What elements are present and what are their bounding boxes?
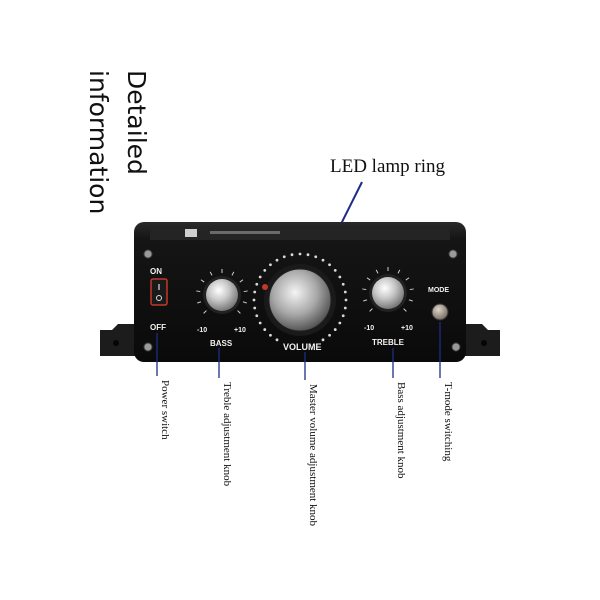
led-dot (258, 275, 262, 279)
callout-labels: Power switch Treble adjustment knob Mast… (159, 380, 454, 527)
scale-tick (362, 288, 367, 291)
power-switch (150, 278, 168, 306)
scale-tick (397, 269, 401, 274)
scale-tick (243, 290, 248, 293)
led-dot (343, 290, 347, 294)
led-dot (306, 253, 310, 257)
led-dot (343, 306, 347, 310)
led-dot (341, 314, 345, 318)
scale-tick (403, 308, 407, 312)
led-dot (290, 253, 294, 257)
label-off: OFF (150, 323, 166, 332)
label-treble: TREBLE (372, 338, 405, 347)
scale-tick (408, 299, 413, 302)
led-dot (275, 338, 279, 342)
led-dot (298, 252, 302, 256)
label-mode: MODE (428, 287, 449, 294)
callout-volume-knob: Master volume adjustment knob (307, 384, 319, 527)
callout-treble-knob: Treble adjustment knob (221, 382, 233, 487)
callout-t-mode: T-mode switching (442, 382, 454, 462)
treble-knob (372, 277, 404, 309)
scale-tick (203, 310, 207, 314)
led-dot (263, 328, 267, 331)
scale-tick (200, 279, 205, 283)
label-bass: BASS (210, 339, 233, 348)
bass-max: +10 (234, 327, 246, 334)
screw-icon (448, 249, 458, 259)
callout-bass-knob: Bass adjustment knob (395, 382, 407, 479)
screw-icon (143, 342, 153, 352)
scale-tick (209, 271, 213, 276)
top-panel-edge (150, 226, 450, 240)
led-dot (253, 306, 257, 310)
led-dot (328, 333, 331, 337)
scale-tick (409, 288, 414, 291)
led-dot (252, 298, 256, 302)
led-dot (333, 328, 337, 331)
scale-tick (366, 277, 371, 281)
led-dot (333, 269, 337, 272)
label-on: ON (150, 267, 162, 276)
bracket-hole-left (113, 340, 119, 346)
volume-knob-edge (268, 268, 332, 332)
led-dot (328, 263, 331, 267)
scale-tick (375, 269, 379, 274)
label-volume: VOLUME (283, 342, 322, 352)
led-dot (255, 282, 259, 286)
bass-knob (206, 279, 238, 311)
led-dot (275, 258, 279, 262)
switch-off-mark (156, 295, 162, 301)
led-dot (338, 321, 342, 325)
leader-lines (156, 322, 441, 380)
treble-scale-ticks (362, 267, 414, 312)
scale-tick (242, 301, 247, 304)
scale-tick (237, 310, 241, 314)
top-label-mark (185, 229, 197, 237)
bass-scale-ticks (196, 269, 248, 314)
right-bracket (465, 324, 500, 356)
scale-tick (369, 308, 373, 312)
treble-min: -10 (364, 325, 374, 332)
scale-tick (196, 290, 201, 293)
bracket-hole-right (481, 340, 487, 346)
scale-tick (239, 279, 244, 283)
led-dot (253, 290, 257, 294)
led-lamp-ring (252, 252, 348, 342)
heading: Detailed information (84, 70, 151, 214)
led-dot (341, 282, 345, 286)
heading-line1: Detailed (122, 70, 151, 175)
bass-min: -10 (197, 327, 207, 334)
led-dot (282, 255, 286, 259)
callout-led-ring: LED lamp ring (330, 156, 446, 177)
scale-tick (231, 271, 235, 276)
scale-tick (197, 301, 202, 304)
heading-line2: information (84, 70, 113, 214)
callout-power-switch: Power switch (159, 380, 171, 440)
screw-icon (451, 342, 461, 352)
mode-button (431, 303, 449, 321)
screw-icon (143, 249, 153, 259)
led-dot (269, 263, 272, 267)
led-dot (263, 269, 267, 272)
volume-knob (269, 269, 331, 331)
led-dot (321, 338, 325, 342)
scale-tick (363, 299, 368, 302)
led-dot (344, 298, 348, 302)
led-dot (269, 333, 272, 337)
led-dot (321, 258, 325, 262)
led-dot (255, 314, 259, 318)
led-dot (314, 255, 318, 259)
top-label-line (210, 231, 280, 234)
led-dot (258, 321, 262, 325)
scale-tick (405, 277, 410, 281)
treble-max: +10 (401, 325, 413, 332)
led-dot (338, 275, 342, 279)
left-bracket (100, 324, 135, 356)
volume-indicator-led (262, 284, 268, 290)
